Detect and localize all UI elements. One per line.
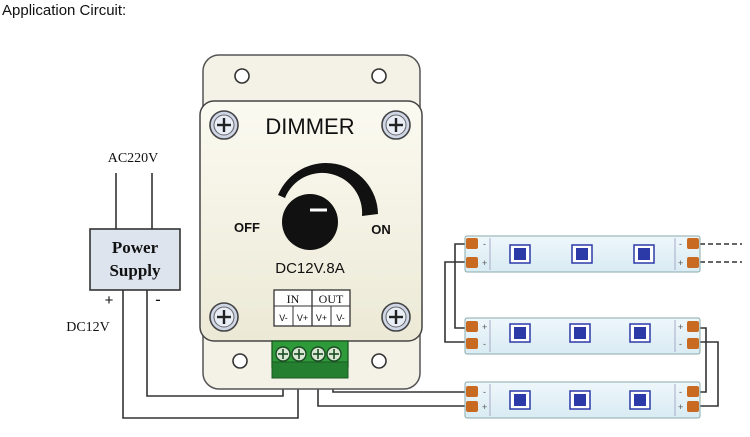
pad-plus-label: +	[678, 258, 683, 268]
solder-pad	[466, 238, 478, 249]
led-chip-icon	[569, 323, 591, 343]
pin-label: V-	[336, 313, 345, 323]
pad-minus-label: -	[483, 339, 486, 349]
knob-icon[interactable]	[282, 194, 338, 250]
solder-pad	[687, 257, 699, 268]
led-chip-icon	[509, 390, 531, 410]
dimmer-unit: DIMMER OFF ON DC12V.8A IN OUT V- V+ V+ V…	[199, 54, 423, 390]
solder-pad	[687, 338, 699, 349]
led-strip: - + - +	[464, 235, 701, 273]
pad-minus-label: -	[679, 339, 682, 349]
mount-hole-icon	[371, 353, 387, 369]
led-chip-icon	[629, 323, 651, 343]
out-label: OUT	[319, 292, 344, 306]
solder-pad	[687, 321, 699, 332]
pad-plus-label: +	[482, 258, 487, 268]
solder-pad	[466, 321, 478, 332]
psu-minus-label: -	[155, 290, 161, 309]
screw-icon	[208, 301, 240, 333]
off-label: OFF	[234, 220, 260, 235]
led-chip-icon	[629, 390, 651, 410]
solder-pad	[466, 257, 478, 268]
solder-pad	[466, 338, 478, 349]
led-strip: + - + -	[464, 317, 701, 355]
screw-icon	[380, 301, 412, 333]
pad-plus-label: +	[482, 322, 487, 332]
power-supply-label-line1: Power	[112, 238, 159, 257]
power-supply-label-line2: Supply	[109, 261, 161, 280]
led-chip-icon	[509, 244, 531, 264]
dimmer-title: DIMMER	[265, 114, 354, 139]
pin-label: V+	[316, 313, 327, 323]
terminal-screw-icon[interactable]	[326, 346, 342, 362]
led-chip-icon	[571, 244, 593, 264]
terminal-screw-icon[interactable]	[291, 346, 307, 362]
solder-pad	[687, 238, 699, 249]
on-label: ON	[371, 222, 391, 237]
dc-output-label: DC12V	[66, 320, 110, 335]
pad-minus-label: -	[679, 239, 682, 249]
terminal-block	[271, 340, 349, 379]
continuation-wires	[700, 243, 742, 263]
mount-hole-icon	[232, 353, 248, 369]
pad-plus-label: +	[678, 322, 683, 332]
pin-label: V+	[297, 313, 308, 323]
page-heading: Application Circuit:	[2, 2, 127, 19]
solder-pad	[687, 401, 699, 412]
pad-plus-label: +	[678, 402, 683, 412]
pad-plus-label: +	[482, 402, 487, 412]
pin-label: V-	[279, 313, 288, 323]
pad-minus-label: -	[483, 387, 486, 397]
knob-arc	[278, 162, 378, 216]
terminal-screw-icon[interactable]	[275, 346, 291, 362]
screw-icon	[380, 109, 412, 141]
led-chip-icon	[633, 244, 655, 264]
terminal-screw-icon[interactable]	[310, 346, 326, 362]
solder-pad	[466, 386, 478, 397]
led-chip-icon	[509, 323, 531, 343]
rating-label: DC12V.8A	[275, 260, 345, 277]
screw-icon	[208, 109, 240, 141]
ac-input-label: AC220V	[108, 151, 159, 166]
led-strip: - + - +	[464, 381, 701, 419]
pad-minus-label: -	[679, 387, 682, 397]
pad-minus-label: -	[483, 239, 486, 249]
psu-plus-label: +	[105, 292, 114, 309]
solder-pad	[687, 386, 699, 397]
mount-hole-icon	[371, 68, 387, 84]
in-label: IN	[287, 292, 300, 306]
terminal-label-table: IN OUT V- V+ V+ V-	[273, 289, 351, 327]
solder-pad	[466, 401, 478, 412]
power-supply: Power Supply AC220V + - DC12V	[66, 151, 181, 335]
mount-hole-icon	[234, 68, 250, 84]
led-chip-icon	[569, 390, 591, 410]
power-supply-box	[89, 228, 181, 291]
